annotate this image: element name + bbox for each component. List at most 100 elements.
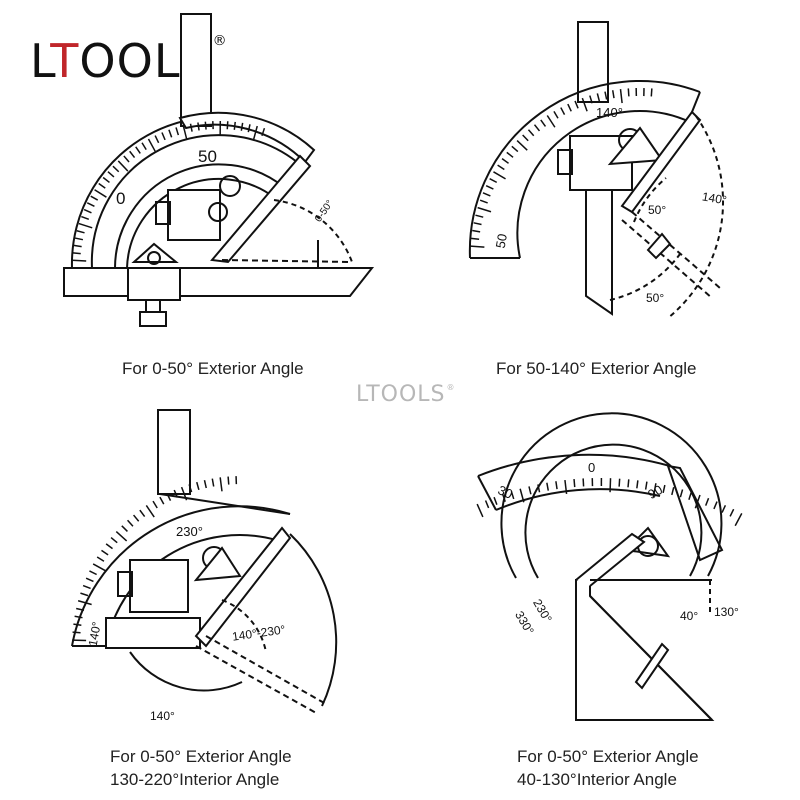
scale-tick bbox=[527, 129, 535, 137]
scale-tick bbox=[247, 124, 251, 133]
scale-tick bbox=[713, 501, 718, 510]
scale-label-30: 30 bbox=[496, 482, 515, 502]
scale-tick bbox=[72, 259, 87, 262]
scale-tick bbox=[96, 556, 105, 562]
angle-label-140: 140° bbox=[701, 189, 728, 207]
scale-tick bbox=[477, 206, 492, 213]
scale-tick bbox=[619, 89, 623, 104]
scale-tick bbox=[152, 500, 158, 509]
scale-tick bbox=[76, 607, 85, 611]
scale-tick bbox=[662, 484, 666, 494]
scale-tick bbox=[86, 202, 95, 208]
scale-tick bbox=[734, 512, 743, 527]
scale-tick bbox=[180, 486, 188, 501]
scale-tick bbox=[189, 123, 193, 132]
scale-label-0: 0 bbox=[588, 460, 595, 475]
caption-bottom-left: For 0-50° Exterior Angle 130-220°Interio… bbox=[110, 745, 292, 791]
scale-tick bbox=[85, 577, 94, 583]
scale-tick bbox=[485, 185, 494, 190]
watermark: LTOOLS® bbox=[356, 384, 456, 406]
scale-tick bbox=[604, 91, 608, 100]
scale-tick bbox=[470, 245, 485, 248]
caption-line: 130-220°Interior Angle bbox=[110, 770, 280, 789]
scale-tick bbox=[528, 486, 532, 495]
angle-label-140-230: 140°-230° bbox=[231, 622, 286, 643]
scale-tick bbox=[182, 125, 188, 140]
scale-tick bbox=[74, 237, 84, 241]
scale-tick bbox=[72, 631, 81, 634]
protractor-diagram-bottom-left: 230° 140° 140°-230° 140° bbox=[71, 409, 338, 723]
scale-tick bbox=[721, 504, 727, 513]
scale-tick bbox=[473, 222, 482, 226]
scale-tick bbox=[173, 489, 179, 498]
angle-label-140: 140° bbox=[150, 709, 175, 723]
scale-tick bbox=[679, 489, 684, 498]
scale-tick bbox=[94, 189, 107, 198]
scale-tick bbox=[537, 484, 541, 493]
scale-tick bbox=[546, 115, 556, 128]
scale-tick bbox=[166, 493, 172, 501]
scale-tick bbox=[73, 244, 82, 248]
angle-label-50-lower: 50° bbox=[646, 291, 664, 305]
scale-tick bbox=[636, 480, 639, 489]
watermark-registered-mark: ® bbox=[446, 383, 456, 392]
scale-label-50: 50 bbox=[493, 233, 510, 250]
scale-tick bbox=[694, 494, 701, 509]
scale-tick bbox=[618, 478, 621, 487]
scale-tick bbox=[147, 138, 156, 152]
scale-tick bbox=[489, 177, 498, 184]
scale-tick bbox=[510, 491, 515, 500]
scale-tick bbox=[211, 478, 215, 487]
scale-tick bbox=[188, 484, 193, 493]
angle-label-0-50: 0-50° bbox=[313, 198, 336, 224]
scale-tick bbox=[135, 146, 141, 154]
logo-prefix: L bbox=[30, 34, 51, 88]
scale-tick bbox=[123, 155, 130, 163]
scale-tick bbox=[233, 121, 236, 130]
scale-tick bbox=[127, 519, 134, 527]
logo-accent-letter: T bbox=[50, 34, 80, 88]
angle-label-50-upper: 50° bbox=[648, 203, 666, 217]
scale-tick bbox=[479, 199, 488, 204]
scale-tick bbox=[82, 584, 91, 590]
scale-tick bbox=[533, 124, 541, 132]
scale-tick bbox=[159, 496, 165, 505]
caption-line: For 0-50° Exterior Angle bbox=[517, 747, 699, 766]
scale-tick bbox=[74, 615, 83, 619]
watermark-text: LTOOLS bbox=[356, 382, 446, 407]
scale-tick bbox=[475, 214, 484, 218]
scale-tick bbox=[77, 600, 92, 606]
angle-label-40: 40° bbox=[680, 609, 698, 623]
scale-tick bbox=[115, 531, 128, 542]
scale-tick bbox=[471, 237, 480, 240]
angle-label-130: 130° bbox=[714, 605, 739, 619]
scale-tick bbox=[175, 127, 180, 136]
caption-line: For 0-50° Exterior Angle bbox=[122, 359, 304, 378]
scale-tick bbox=[567, 103, 572, 112]
scale-tick bbox=[161, 132, 166, 141]
caption-bottom-right: For 0-50° Exterior Angle 40-130°Interior… bbox=[517, 745, 699, 791]
scale-tick bbox=[145, 505, 155, 518]
scale-tick bbox=[261, 127, 266, 137]
scale-tick bbox=[501, 158, 509, 164]
scale-tick bbox=[204, 121, 207, 130]
scale-tick bbox=[83, 208, 92, 214]
scale-tick bbox=[80, 592, 89, 597]
protractor-diagram-top-left: 0 50 0-50° bbox=[63, 13, 375, 327]
scale-tick bbox=[227, 476, 230, 485]
scale-tick bbox=[219, 477, 223, 492]
scale-tick bbox=[133, 514, 140, 522]
scale-tick bbox=[493, 496, 498, 505]
scale-tick bbox=[472, 229, 481, 233]
scale-tick bbox=[203, 480, 207, 489]
scale-tick bbox=[573, 479, 576, 488]
scale-tick bbox=[73, 623, 82, 626]
scale-tick bbox=[497, 164, 505, 171]
scale-tick bbox=[484, 500, 490, 509]
angle-label-330: 330° bbox=[512, 609, 537, 638]
scale-tick bbox=[553, 111, 559, 119]
scale-tick bbox=[141, 142, 147, 150]
scale-tick bbox=[627, 88, 630, 97]
scale-label-0: 0 bbox=[116, 189, 125, 208]
scale-tick bbox=[121, 525, 128, 532]
